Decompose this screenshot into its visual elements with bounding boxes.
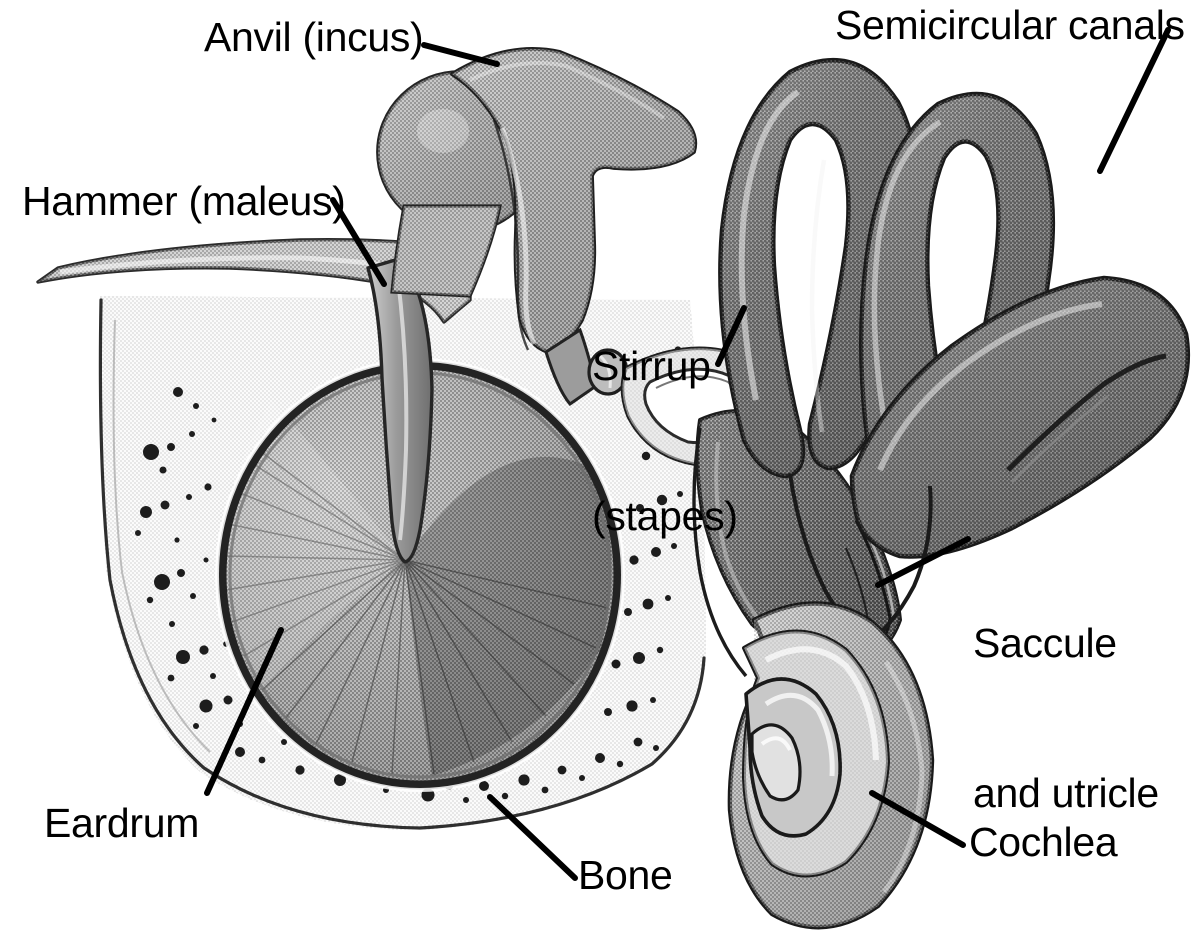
- label-saccule-line1: Saccule: [973, 620, 1117, 666]
- leader-line-cochlea: [869, 790, 966, 848]
- leader-line-semicircular-canals: [1097, 27, 1171, 174]
- label-anvil: Anvil (incus): [204, 14, 424, 60]
- cochlea-structure: [727, 601, 935, 930]
- label-saccule-line2: and utricle: [973, 770, 1159, 816]
- leader-line-hammer: [330, 197, 387, 287]
- leader-line-anvil: [421, 42, 500, 67]
- label-eardrum: Eardrum: [44, 800, 200, 846]
- eardrum-structure: [215, 358, 625, 792]
- leader-line-saccule-utricle: [875, 536, 971, 588]
- leader-line-bone: [487, 794, 578, 881]
- incus-structure: [450, 46, 698, 407]
- semicircular-canals-structure: [718, 58, 1191, 654]
- label-semicircular-canals: Semicircular canals: [835, 2, 1185, 48]
- eardrum-radial-fibres: [223, 429, 609, 775]
- label-bone: Bone: [578, 852, 673, 898]
- label-stirrup-line1: Stirrup: [592, 343, 711, 389]
- leader-line-stirrup: [715, 305, 747, 367]
- leader-line-eardrum: [204, 627, 284, 796]
- label-hammer: Hammer (maleus): [22, 178, 346, 224]
- label-cochlea: Cochlea: [969, 819, 1118, 865]
- vestibule-structure: [692, 409, 902, 678]
- leader-lines: [204, 27, 1171, 881]
- label-saccule-and-utricle: Saccule and utricle: [973, 518, 1159, 918]
- label-stirrup-line2: (stapes): [592, 493, 738, 539]
- label-stirrup: Stirrup (stapes): [592, 241, 738, 641]
